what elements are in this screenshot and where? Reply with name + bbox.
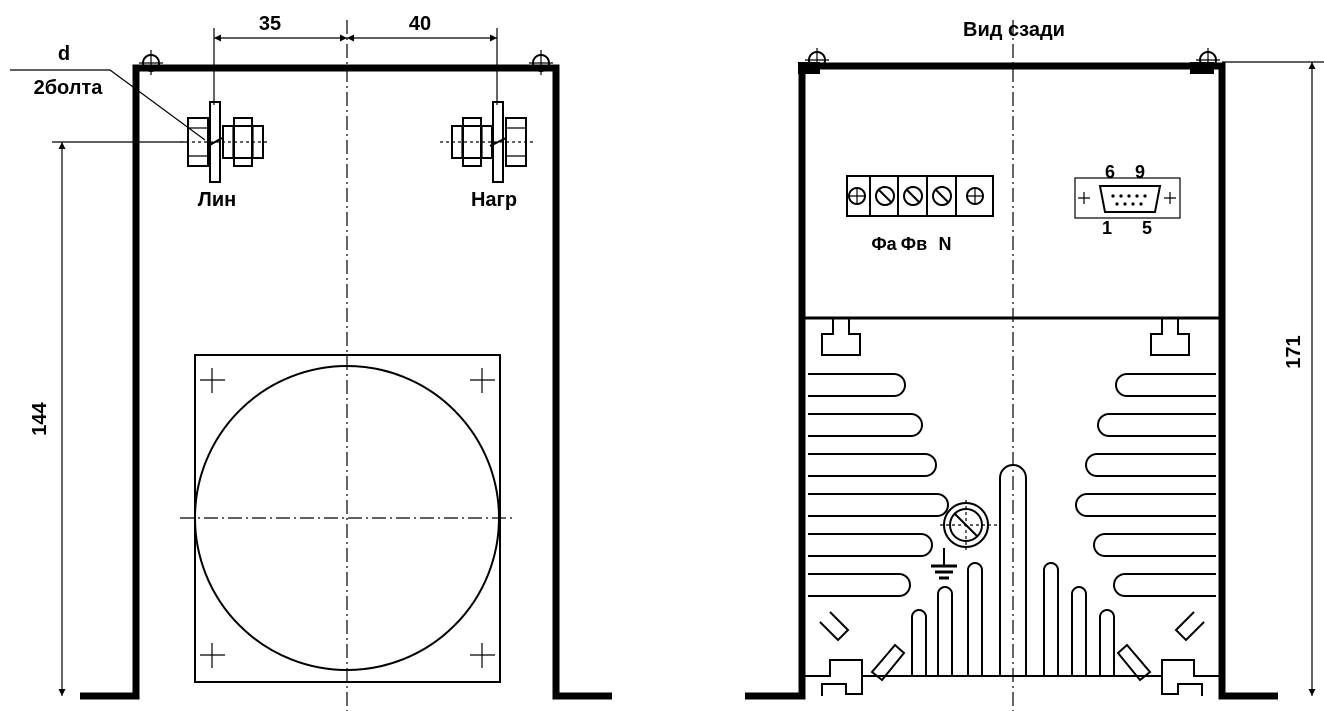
bolt-diameter-label: d bbox=[58, 43, 70, 65]
heatsink-fin-left-6 bbox=[808, 573, 911, 597]
load-terminal-bolt bbox=[440, 101, 535, 183]
heatsink-fin-right-6 bbox=[1113, 573, 1216, 597]
mounting-boss-left bbox=[139, 50, 163, 75]
dim-35-label: 35 bbox=[259, 13, 281, 35]
ground-screw bbox=[940, 500, 1000, 550]
connector-pin-9: 9 bbox=[1135, 162, 1145, 182]
mounting-boss-right bbox=[529, 50, 553, 75]
heatsink-foot-right bbox=[1161, 659, 1222, 696]
line-terminal-label: Лин bbox=[198, 189, 236, 211]
heatsink-fin-right-4 bbox=[1075, 493, 1216, 517]
rear-view: Вид сзади bbox=[745, 19, 1324, 711]
heatsink-fin-right-1 bbox=[1115, 373, 1216, 397]
rear-mounting-boss-right bbox=[1196, 48, 1220, 72]
dim-40-label: 40 bbox=[409, 13, 431, 35]
heatsink-foot-left bbox=[802, 659, 863, 696]
heatsink-center-fin bbox=[999, 464, 1027, 676]
bottom-fin-2 bbox=[937, 586, 953, 676]
terminal-label-n: N bbox=[939, 234, 952, 254]
heatsink-fin-left-1 bbox=[808, 373, 906, 397]
db9-connector bbox=[1074, 177, 1181, 219]
bolt-leader-line bbox=[10, 69, 206, 141]
diagonal-fin-left bbox=[870, 643, 906, 682]
rear-housing-outline bbox=[745, 62, 1278, 700]
bottom-fin-4 bbox=[1043, 562, 1059, 676]
bolt-count-label: 2болта bbox=[34, 77, 104, 99]
heatsink-tab-left bbox=[821, 318, 861, 356]
ground-symbol-icon bbox=[931, 548, 957, 580]
bottom-fin-5 bbox=[1071, 586, 1087, 676]
heatsink-fin-right-2 bbox=[1097, 413, 1216, 437]
heatsink-fin-left-4 bbox=[808, 493, 949, 517]
heatsink-fin-left-3 bbox=[808, 453, 937, 477]
heatsink-fin-right-5 bbox=[1093, 533, 1216, 557]
heatsink-fin-right-3 bbox=[1085, 453, 1216, 477]
connector-pin-1: 1 bbox=[1102, 218, 1112, 238]
heatsink-tab-right bbox=[1150, 318, 1190, 356]
height-dim-171-label: 171 bbox=[1283, 335, 1305, 368]
connector-pin-5: 5 bbox=[1142, 218, 1152, 238]
heatsink-fin-left-5 bbox=[808, 533, 933, 557]
front-view: 35 40 d 2болта bbox=[10, 13, 612, 711]
rear-view-title: Вид сзади bbox=[963, 19, 1065, 41]
diagonal-fin-right bbox=[1116, 643, 1152, 682]
terminal-label-fa: Фа bbox=[871, 234, 897, 254]
bottom-fin-1 bbox=[911, 609, 927, 676]
line-terminal-bolt bbox=[180, 101, 270, 183]
bottom-fin-6 bbox=[1099, 609, 1115, 676]
terminal-block bbox=[846, 175, 994, 217]
heatsink-fin-left-2 bbox=[808, 413, 923, 437]
load-terminal-label: Нагр bbox=[471, 189, 517, 211]
sensor-window bbox=[194, 354, 501, 683]
connector-pin-6: 6 bbox=[1105, 162, 1115, 182]
rear-mounting-boss-left bbox=[805, 48, 829, 72]
front-housing-outline bbox=[80, 64, 612, 700]
bottom-fin-3 bbox=[967, 562, 983, 676]
terminal-label-fv: Фв bbox=[901, 234, 927, 254]
heatsink-fins bbox=[808, 373, 1216, 597]
height-dim-144-label: 144 bbox=[29, 401, 51, 435]
